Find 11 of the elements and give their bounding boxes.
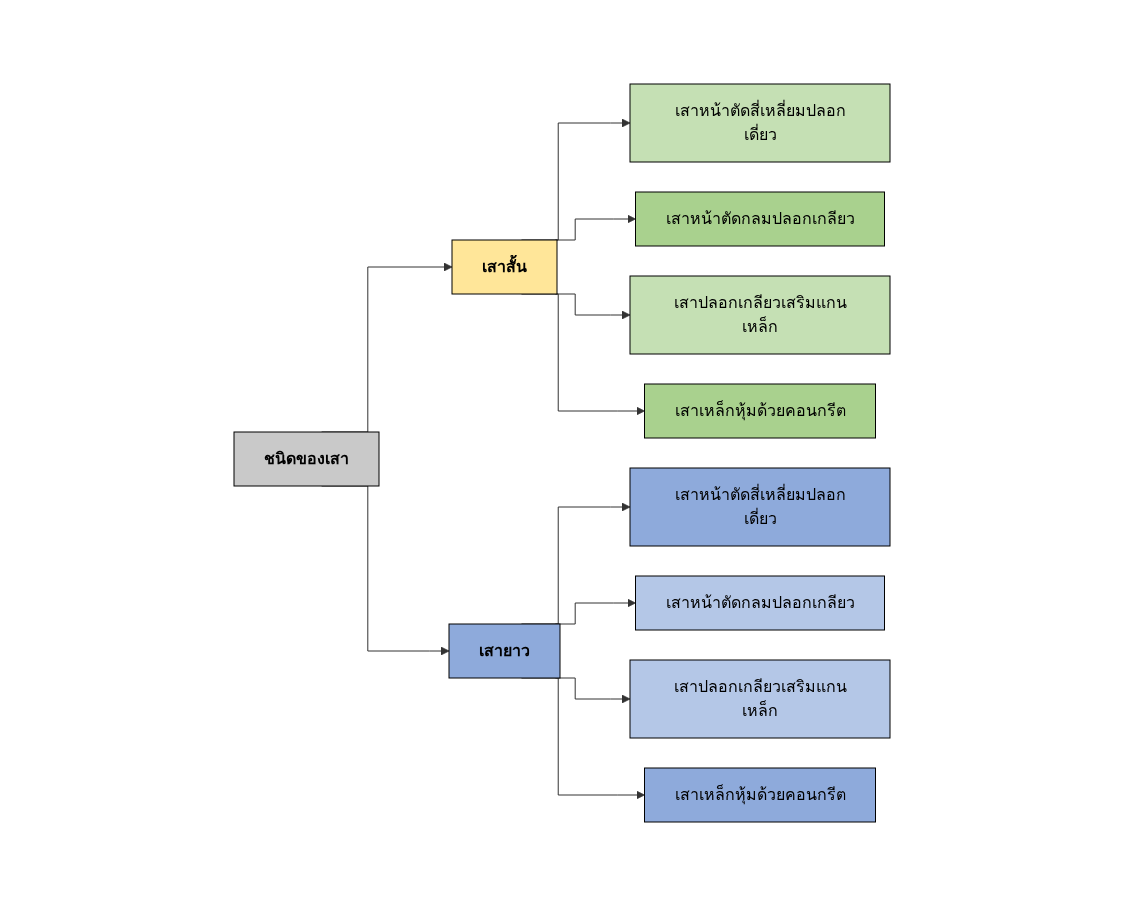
node-box: เสาหน้าตัดสี่เหลี่ยมปลอกเดี่ยว bbox=[629, 467, 891, 547]
node-box: เสาหน้าตัดกลมปลอกเกลียว bbox=[635, 191, 885, 247]
node-box: เสาหน้าตัดสี่เหลี่ยมปลอกเดี่ยว bbox=[629, 83, 891, 163]
node-box: เสาเหล็กหุ้มด้วยคอนกรีต bbox=[644, 767, 876, 823]
node-box: เสายาว bbox=[448, 623, 561, 679]
node-box: เสาเหล็กหุ้มด้วยคอนกรีต bbox=[644, 383, 876, 439]
node-box: เสาสั้น bbox=[451, 239, 558, 295]
node-box: เสาปลอกเกลียวเสริมแกนเหล็ก bbox=[629, 659, 891, 739]
node-box: เสาปลอกเกลียวเสริมแกนเหล็ก bbox=[629, 275, 891, 355]
node-box: เสาหน้าตัดกลมปลอกเกลียว bbox=[635, 575, 885, 631]
node-box: ชนิดของเสา bbox=[233, 431, 380, 487]
